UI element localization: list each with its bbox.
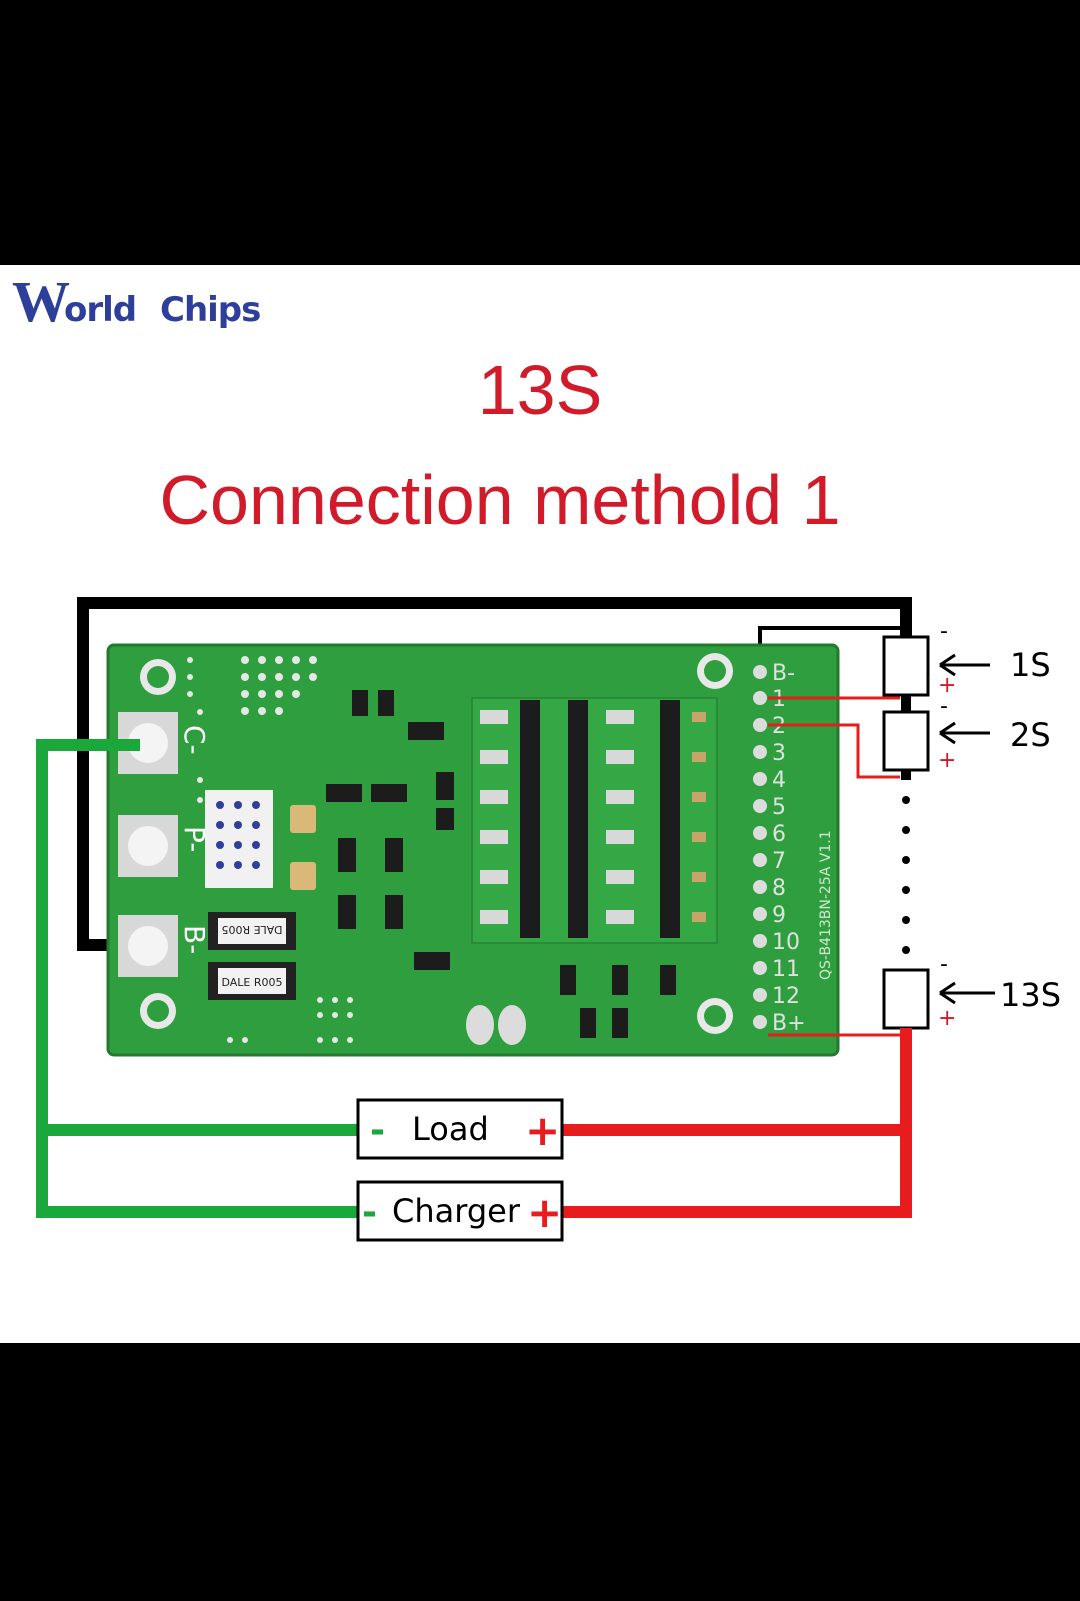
pin-label-5: 5 bbox=[772, 795, 786, 820]
cell-13s-plus: + bbox=[938, 1006, 956, 1031]
logo-letter-w: W bbox=[12, 269, 70, 334]
pad-label-b: B- bbox=[178, 925, 211, 954]
pin-label-10: 10 bbox=[772, 930, 800, 955]
power-pads bbox=[118, 712, 178, 977]
charger-plus: + bbox=[527, 1188, 562, 1237]
charger-minus: - bbox=[362, 1192, 377, 1233]
pin-label-bplus: B+ bbox=[772, 1011, 806, 1036]
title-13s: 13S bbox=[477, 351, 603, 429]
pcb-silkscreen: QS-B413BN-25A V1.1 bbox=[818, 830, 834, 980]
cell-1s-plus: + bbox=[938, 673, 956, 698]
load-label: Load bbox=[412, 1110, 489, 1148]
red-wire-2s bbox=[768, 723, 900, 779]
cell-2s-plus: + bbox=[938, 748, 956, 773]
balance-array bbox=[471, 697, 718, 944]
black-wire bbox=[77, 597, 912, 951]
green-wire-load bbox=[36, 739, 358, 1136]
logo-text-world: orld bbox=[64, 290, 137, 330]
pin-label-bminus: B- bbox=[772, 661, 795, 686]
via-dots bbox=[187, 656, 353, 1043]
green-wire-charger bbox=[36, 1130, 358, 1218]
cell-2s: - + 2S bbox=[882, 694, 1051, 773]
load-box: - Load + bbox=[356, 1098, 564, 1160]
mounting-holes bbox=[140, 653, 733, 1034]
shunt-label-bottom: DALE R005 bbox=[221, 976, 282, 989]
pin-label-8: 8 bbox=[772, 876, 786, 901]
header-pins bbox=[753, 665, 767, 1029]
title-connection-method: Connection methold 1 bbox=[159, 461, 841, 539]
cell-label-1s: 1S bbox=[1010, 646, 1051, 684]
arrow-2s bbox=[939, 721, 990, 745]
cell-13s-minus: - bbox=[940, 952, 948, 977]
cell-1s-minus: - bbox=[940, 619, 948, 644]
pcb-edge bbox=[106, 643, 840, 1057]
cell-label-2s: 2S bbox=[1010, 716, 1051, 754]
series-dots bbox=[902, 796, 910, 954]
capacitors bbox=[290, 805, 526, 1045]
charger-box: - Charger + bbox=[356, 1180, 564, 1242]
pin-label-6: 6 bbox=[772, 822, 786, 847]
pin-label-7: 7 bbox=[772, 849, 786, 874]
shunt-label-top: DALE R005 bbox=[221, 923, 282, 936]
pin-label-4: 4 bbox=[772, 768, 786, 793]
red-wire-charger bbox=[562, 1130, 912, 1218]
arrow-1s bbox=[939, 653, 990, 677]
arrow-13s bbox=[939, 981, 995, 1005]
shunt-label-plate-bottom bbox=[218, 968, 286, 994]
pin-label-3: 3 bbox=[772, 741, 786, 766]
pin-label-12: 12 bbox=[772, 984, 800, 1009]
pad-label-c: C- bbox=[178, 725, 211, 755]
cell-2s-minus: - bbox=[940, 694, 948, 719]
pin-label-9: 9 bbox=[772, 903, 786, 928]
load-minus: - bbox=[370, 1110, 385, 1151]
shunt-label-plate-top bbox=[218, 918, 286, 944]
connector-dots bbox=[216, 801, 260, 869]
load-plus: + bbox=[525, 1106, 560, 1155]
cell-13s: - + 13S bbox=[882, 952, 1061, 1031]
charger-label: Charger bbox=[392, 1192, 521, 1230]
header-pin-labels: B- 1 2 3 4 5 6 7 8 9 10 11 12 B+ bbox=[772, 661, 806, 1036]
cell-label-13s: 13S bbox=[1000, 976, 1061, 1014]
ics bbox=[326, 690, 676, 1038]
logo-text-chips: Chips bbox=[160, 290, 261, 330]
pin-label-11: 11 bbox=[772, 957, 800, 982]
